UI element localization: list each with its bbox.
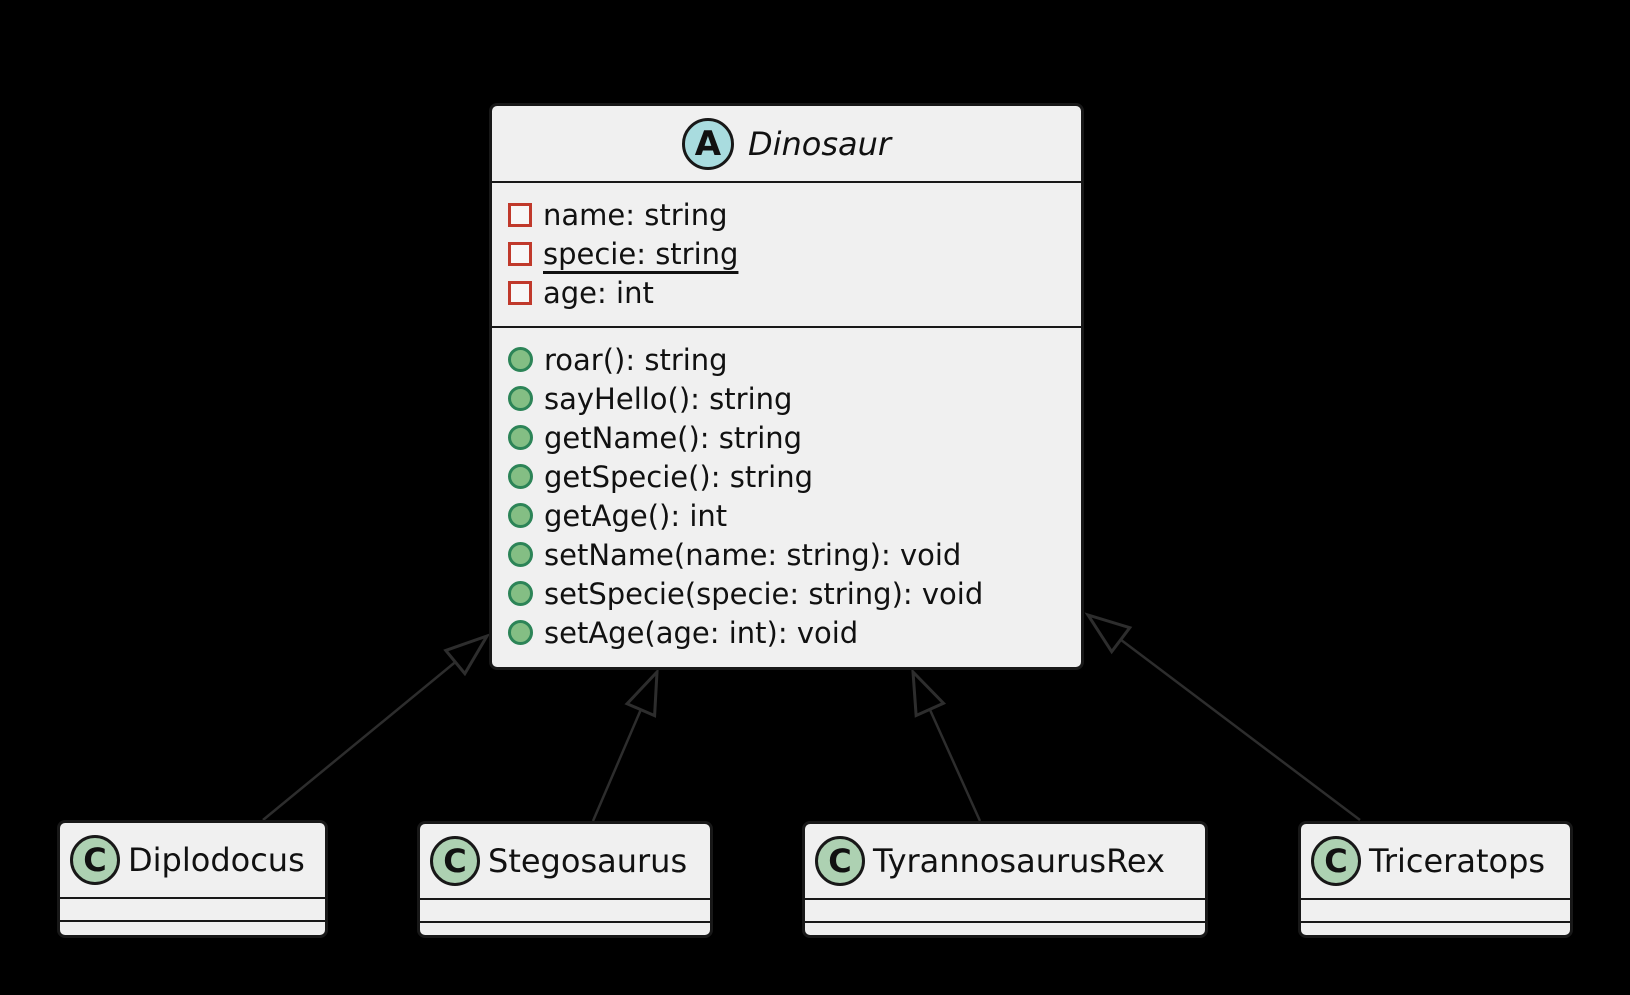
fields-compartment-empty (805, 900, 1205, 923)
private-field-icon (508, 280, 532, 305)
method-label: sayHello(): string (544, 381, 793, 416)
method-row: sayHello(): string (492, 379, 1081, 418)
class-box-triceratops: C Triceratops (1298, 821, 1573, 938)
public-method-icon (508, 620, 533, 645)
class-icon: C (70, 835, 120, 885)
method-row: getAge(): int (492, 496, 1081, 535)
method-label: setAge(age: int): void (544, 615, 859, 650)
class-box-tyrannosaurusrex: C TyrannosaurusRex (802, 821, 1208, 938)
class-header: C Triceratops (1301, 824, 1570, 900)
method-row: setName(name: string): void (492, 535, 1081, 574)
inheritance-edge-diplodocus (262, 633, 491, 821)
class-title: Triceratops (1369, 842, 1546, 880)
class-title: Diplodocus (128, 841, 305, 879)
class-title: Stegosaurus (488, 842, 688, 880)
class-box-dinosaur: A Dinosaur name: string specie: string a… (489, 103, 1084, 670)
abstract-class-icon: A (681, 117, 734, 170)
fields-compartment: name: string specie: string age: int (492, 183, 1081, 328)
public-method-icon (508, 347, 533, 372)
methods-compartment-empty (420, 923, 710, 935)
class-title: TyrannosaurusRex (873, 842, 1165, 880)
class-icon: C (430, 836, 480, 886)
class-header: C Stegosaurus (420, 824, 710, 900)
class-icon: C (815, 836, 865, 886)
field-label: name: string (543, 197, 728, 232)
class-box-stegosaurus: C Stegosaurus (417, 821, 713, 938)
method-row: getName(): string (492, 418, 1081, 457)
method-label: getName(): string (544, 420, 803, 455)
public-method-icon (508, 386, 533, 411)
class-title: Dinosaur (747, 124, 892, 163)
field-row: name: string (492, 195, 1081, 234)
class-header: C Diplodocus (60, 823, 325, 899)
inheritance-edge-tyrannosaurus (911, 668, 982, 822)
method-label: getAge(): int (544, 498, 728, 533)
method-label: setName(name: string): void (544, 537, 962, 572)
method-label: setSpecie(specie: string): void (544, 576, 984, 611)
method-row: setAge(age: int): void (492, 613, 1081, 652)
method-label: getSpecie(): string (544, 459, 813, 494)
field-label: age: int (543, 275, 654, 310)
class-header: A Dinosaur (492, 106, 1081, 183)
field-label: specie: string (543, 236, 739, 271)
methods-compartment: roar(): string sayHello(): string getNam… (492, 328, 1081, 652)
public-method-icon (508, 425, 533, 450)
fields-compartment-empty (1301, 900, 1570, 923)
public-method-icon (508, 503, 533, 528)
field-row: age: int (492, 273, 1081, 312)
inheritance-edge-stegosaurus (591, 667, 659, 822)
fields-compartment-empty (60, 899, 325, 922)
private-field-icon (508, 202, 532, 227)
public-method-icon (508, 464, 533, 489)
class-header: C TyrannosaurusRex (805, 824, 1205, 900)
field-row: specie: string (492, 234, 1081, 273)
public-method-icon (508, 581, 533, 606)
class-icon: C (1311, 836, 1361, 886)
public-method-icon (508, 542, 533, 567)
method-row: getSpecie(): string (492, 457, 1081, 496)
class-box-diplodocus: C Diplodocus (57, 820, 328, 938)
method-row: roar(): string (492, 340, 1081, 379)
method-row: setSpecie(specie: string): void (492, 574, 1081, 613)
methods-compartment-empty (60, 922, 325, 935)
private-field-icon (508, 241, 532, 266)
method-label: roar(): string (544, 342, 728, 377)
fields-compartment-empty (420, 900, 710, 923)
methods-compartment-empty (1301, 923, 1570, 935)
inheritance-edge-triceratops (1084, 612, 1361, 821)
methods-compartment-empty (805, 923, 1205, 935)
